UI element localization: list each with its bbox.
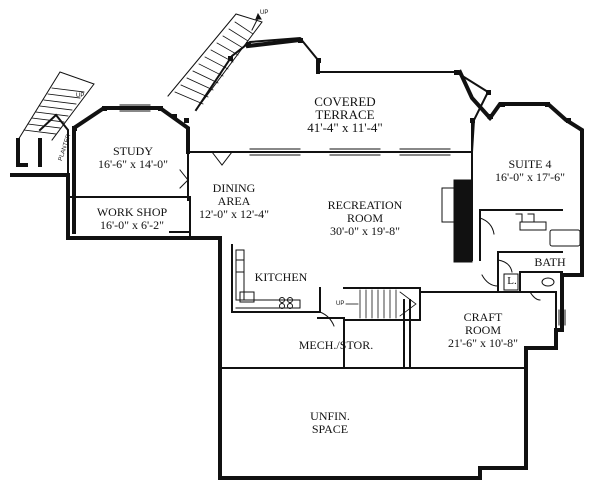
exterior-stair-left	[17, 71, 95, 141]
dining-area-name-1: DINING	[212, 181, 256, 195]
study-name: STUDY	[112, 144, 153, 158]
terrace-columns	[72, 38, 571, 131]
unfin-space-name-2: SPACE	[311, 422, 349, 436]
up-label-stair: UP	[336, 301, 345, 307]
covered-terrace-name-1: COVERED	[314, 94, 376, 109]
recreation-room-dims: 30'-0" x 19'-8"	[329, 224, 401, 238]
up-label-left: UP	[76, 93, 85, 99]
dining-area-name-2: AREA	[217, 194, 251, 208]
bath-name: BATH	[534, 255, 566, 269]
unfin-space-name-1: UNFIN.	[310, 409, 350, 423]
work-shop-label: WORK SHOP 16'-0" x 6'-2"	[76, 206, 188, 232]
mech-stor-label: MECH./STOR.	[288, 339, 384, 352]
bath-fixtures	[503, 213, 581, 291]
dining-area-label: DINING AREA 12'-0" x 12'-4"	[184, 182, 284, 221]
work-shop-name: WORK SHOP	[96, 205, 168, 219]
linen-label: L.	[507, 275, 517, 287]
study-label: STUDY 16'-6" x 14'-0"	[78, 145, 188, 171]
dining-area-dims: 12'-0" x 12'-4"	[198, 207, 270, 221]
kitchen-label: KITCHEN	[250, 271, 312, 284]
recreation-room-name-2: ROOM	[346, 211, 383, 225]
craft-room-name-1: CRAFT	[463, 310, 503, 324]
kitchen-fixtures	[235, 249, 301, 309]
door-swings	[179, 151, 541, 327]
unfin-space-label: UNFIN. SPACE	[300, 410, 360, 436]
craft-room-name-2: ROOM	[464, 323, 501, 337]
study-dims: 16'-6" x 14'-0"	[97, 157, 169, 171]
recreation-room-name-1: RECREATION	[327, 198, 403, 212]
covered-terrace-dims: 41'-4" x 11'-4"	[307, 120, 383, 135]
kitchen-name: KITCHEN	[254, 270, 308, 284]
exterior-stair-top	[167, 12, 263, 111]
windows	[119, 104, 566, 326]
exterior-walls	[10, 69, 584, 480]
suite-4-name: SUITE 4	[508, 157, 552, 171]
covered-terrace-label: COVERED TERRACE 41'-4" x 11'-4"	[280, 95, 410, 134]
craft-room-label: CRAFT ROOM 21'-6" x 10'-8"	[418, 311, 548, 350]
work-shop-dims: 16'-0" x 6'-2"	[99, 218, 165, 232]
bath-label: BATH	[528, 256, 572, 269]
up-label-top: UP	[260, 10, 269, 16]
interior-stair	[345, 289, 417, 367]
craft-room-dims: 21'-6" x 10'-8"	[447, 336, 519, 350]
mech-stor-name: MECH./STOR.	[298, 338, 374, 352]
suite-4-label: SUITE 4 16'-0" x 17'-6"	[482, 158, 578, 184]
covered-terrace-name-2: TERRACE	[315, 107, 375, 122]
recreation-room-label: RECREATION ROOM 30'-0" x 19'-8"	[310, 199, 420, 238]
fireplace	[441, 179, 473, 263]
suite-4-dims: 16'-0" x 17'-6"	[494, 170, 566, 184]
